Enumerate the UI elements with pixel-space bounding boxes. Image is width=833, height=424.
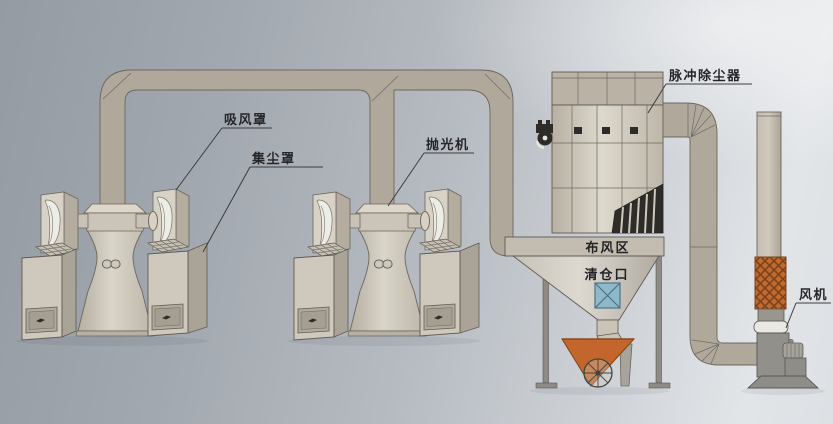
fan-base [746,375,820,389]
dust-cart [561,338,636,388]
fan-unit [746,308,820,389]
pulse-valves [574,127,638,134]
support-legs [535,255,671,389]
fan-motor [782,338,807,378]
leader-fan [785,302,831,329]
collector-outlet-duct [662,102,758,366]
cart-wheel [583,358,613,388]
label-cleanout-port: 清仓口 [584,267,629,282]
shadows [16,336,825,395]
leader-polishing-machine [387,152,474,207]
polisher-assembly-1 [21,188,208,341]
cleanout-port-symbol [594,282,621,309]
label-air-distribution-zone: 布风区 [585,240,630,255]
leader-dust-collection-hood [202,166,323,253]
flex-connector [754,256,787,310]
exhaust-stack [756,111,782,258]
pulse-dust-collector [535,71,664,234]
filter-bags-cutaway [611,183,664,234]
label-suction-hood: 吸风罩 [224,112,268,127]
label-pulse-dust-collector: 脉冲除尘器 [668,68,742,83]
callouts: 吸风罩 集尘罩 抛光机 脉冲除尘器 布风区 清仓口 风机 [175,68,831,329]
label-dust-collection-hood: 集尘罩 [251,151,296,166]
pulse-blower [535,120,553,150]
leader-suction-hood [175,127,272,191]
label-fan: 风机 [799,287,828,302]
leader-pulse-dust-collector [647,83,752,114]
collector-clean-air-plenum [551,71,664,106]
fan-inlet-collar [753,320,789,334]
polisher-assembly-2 [293,188,480,341]
label-polishing-machine: 抛光机 [426,137,470,152]
